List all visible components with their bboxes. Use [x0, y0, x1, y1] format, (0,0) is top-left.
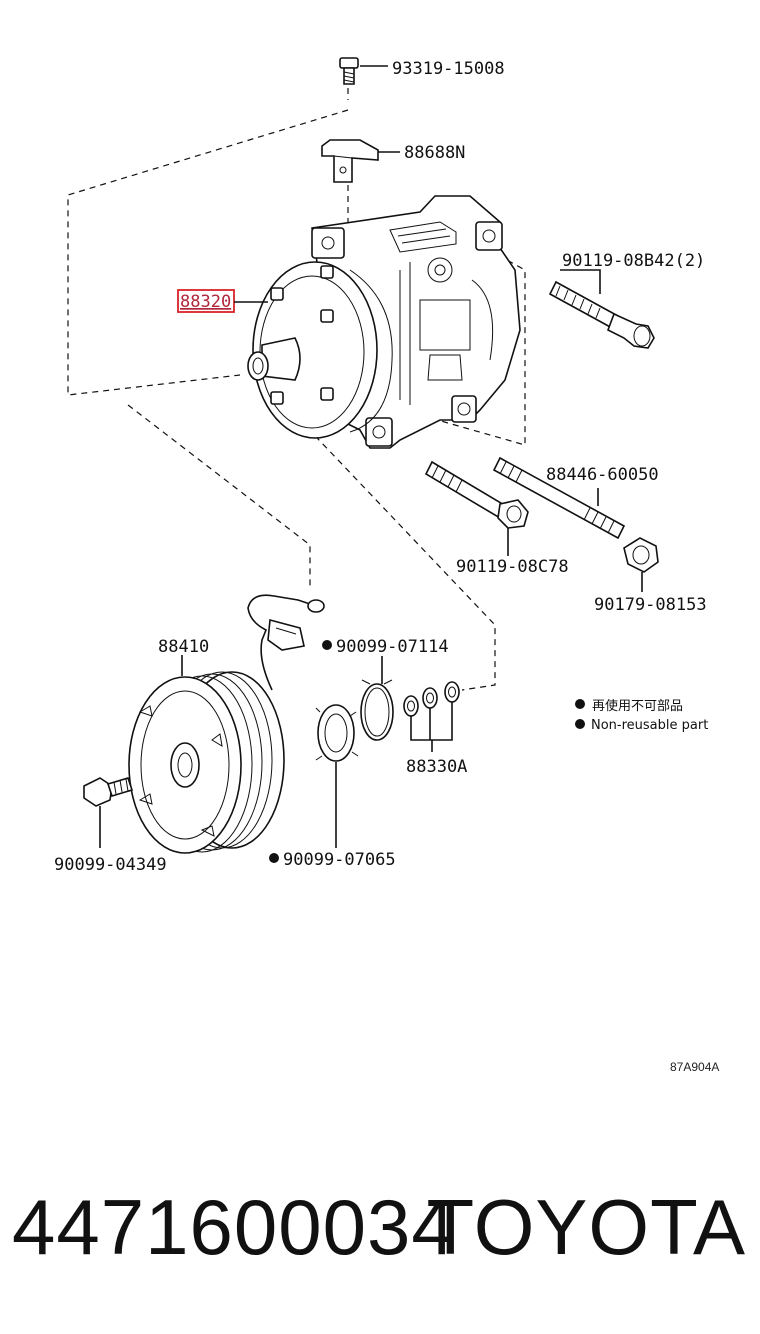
bolt-long-part[interactable] — [548, 269, 655, 349]
label-bolt-lower: 90119-08C78 — [456, 557, 569, 577]
footer-brand: TOYOTA — [426, 1183, 746, 1271]
label-compressor[interactable]: 88320 — [180, 292, 231, 312]
non-reusable-dot — [322, 640, 332, 650]
clutch-part[interactable] — [128, 655, 285, 854]
label-nut: 90179-08153 — [594, 595, 707, 615]
diagram-reference: 87A904A — [670, 1060, 719, 1074]
compressor-highlight-box — [177, 289, 235, 313]
footer-part-number: 4471600034 — [12, 1183, 456, 1271]
bracket-part[interactable] — [321, 139, 400, 183]
compressor-part[interactable] — [247, 195, 521, 449]
label-stud: 88446-60050 — [546, 465, 659, 485]
legend-non-reusable-en: Non-reusable part — [591, 718, 708, 733]
legend: 再使用不可部品 Non-reusable part — [575, 698, 708, 733]
label-bracket: 88688N — [404, 143, 465, 163]
clutch-bolt-part[interactable] — [83, 777, 134, 848]
snap-ring-part[interactable] — [315, 704, 359, 848]
label-shims: 88330A — [406, 757, 467, 777]
legend-dot-icon — [575, 699, 585, 709]
legend-dot-icon — [575, 719, 585, 729]
non-reusable-dot — [269, 853, 279, 863]
label-clutch: 88410 — [158, 637, 209, 657]
label-snap-ring: 90099-07065 — [283, 850, 396, 870]
label-screw-top: 93319-15008 — [392, 59, 505, 79]
clip-part[interactable] — [360, 656, 394, 741]
label-clutch-bolt: 90099-04349 — [54, 855, 167, 875]
screw-part[interactable] — [339, 57, 388, 85]
stud-part[interactable] — [492, 456, 626, 540]
label-bolt-long: 90119-08B42(2) — [562, 251, 705, 271]
legend-non-reusable-jp: 再使用不可部品 — [592, 698, 683, 714]
shims-part[interactable] — [403, 681, 460, 752]
label-clip-small: 90099-07114 — [336, 637, 449, 657]
bolt-lower-part[interactable] — [424, 460, 529, 556]
nut-part[interactable] — [623, 537, 659, 592]
wire-harness-part[interactable] — [247, 594, 325, 691]
